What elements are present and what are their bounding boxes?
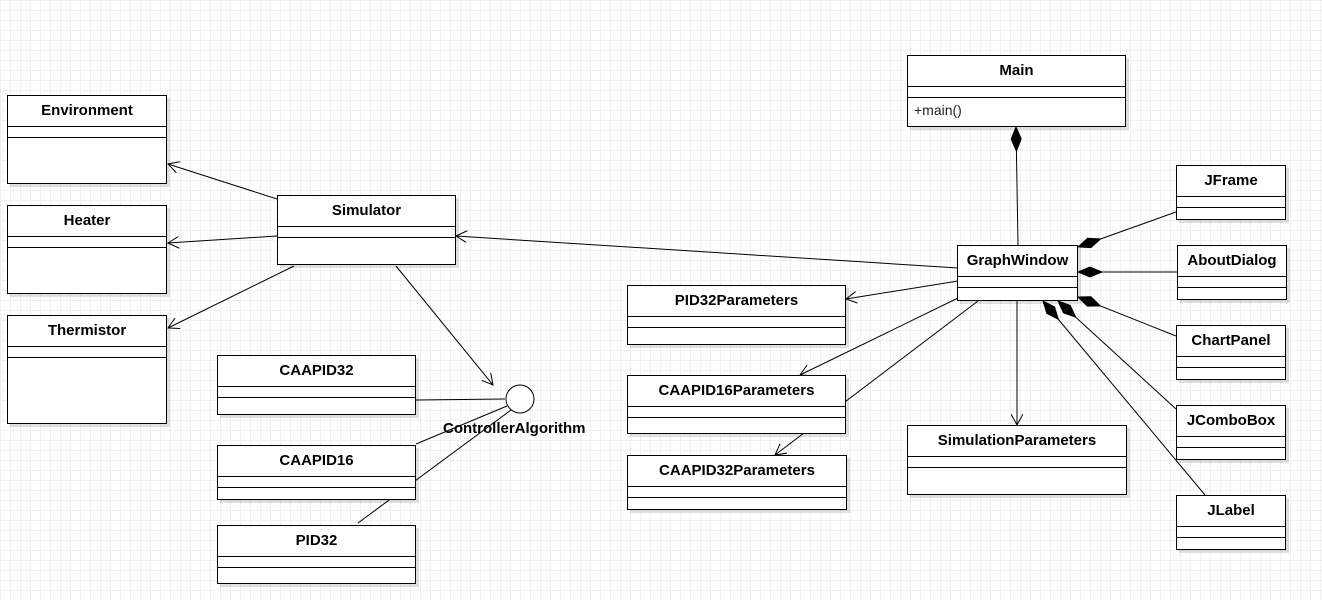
class-name: CAAPID16Parameters (628, 376, 845, 407)
attributes-section (218, 557, 415, 568)
assoc-simulator-controller (395, 265, 493, 385)
attributes-section (1177, 437, 1285, 448)
class-name: Thermistor (8, 316, 166, 347)
attributes-section (8, 127, 166, 138)
attributes-section (628, 487, 846, 498)
assoc-simulator-thermistor (168, 265, 295, 328)
class-jframe[interactable]: JFrame (1176, 165, 1286, 220)
class-caapid32parameters[interactable]: CAAPID32Parameters (627, 455, 847, 510)
comp-graphwindow-jframe (1078, 211, 1177, 247)
class-name: Environment (8, 96, 166, 127)
class-main[interactable]: Main +main() (907, 55, 1126, 127)
realize-pid32 (357, 409, 512, 524)
attributes-section (1177, 197, 1285, 208)
attributes-section (908, 87, 1125, 98)
class-name: Simulator (278, 196, 455, 227)
attributes-section (628, 407, 845, 418)
assoc-graphwindow-simulator (456, 236, 959, 269)
controller-algorithm-interface-icon[interactable] (505, 384, 535, 414)
operation-main: +main() (914, 102, 962, 118)
comp-graphwindow-jcombobox (1058, 301, 1177, 410)
class-name: SimulationParameters (908, 426, 1126, 457)
class-name: Main (908, 56, 1125, 87)
attributes-section (218, 477, 415, 488)
class-name: PID32 (218, 526, 415, 557)
attributes-section (908, 457, 1126, 468)
class-name: AboutDialog (1178, 246, 1286, 277)
realize-caapid16 (415, 405, 508, 445)
attributes-section (8, 237, 166, 248)
attributes-section (1178, 277, 1286, 288)
assoc-graphwindow-pid32parameters (846, 280, 959, 299)
attributes-section (8, 347, 166, 358)
comp-graphwindow-chartpanel (1078, 297, 1177, 337)
interface-label: ControllerAlgorithm (443, 420, 586, 437)
assoc-simulator-heater (168, 235, 278, 243)
class-graphwindow[interactable]: GraphWindow (957, 245, 1078, 301)
attributes-section (1177, 527, 1285, 538)
class-heater[interactable]: Heater (7, 205, 167, 294)
class-thermistor[interactable]: Thermistor (7, 315, 167, 424)
attributes-section (278, 227, 455, 238)
class-aboutdialog[interactable]: AboutDialog (1177, 245, 1287, 300)
class-jlabel[interactable]: JLabel (1176, 495, 1286, 550)
attributes-section (1177, 357, 1285, 368)
class-pid32[interactable]: PID32 (217, 525, 416, 584)
class-caapid16parameters[interactable]: CAAPID16Parameters (627, 375, 846, 434)
comp-main-graphwindow (1016, 127, 1018, 246)
assoc-graphwindow-caapid16parameters (800, 297, 959, 375)
class-name: JFrame (1177, 166, 1285, 197)
class-pid32parameters[interactable]: PID32Parameters (627, 285, 846, 345)
class-environment[interactable]: Environment (7, 95, 167, 184)
attributes-section (958, 277, 1077, 288)
class-simulator[interactable]: Simulator (277, 195, 456, 265)
class-name: JComboBox (1177, 406, 1285, 437)
class-caapid32[interactable]: CAAPID32 (217, 355, 416, 415)
class-name: CAAPID32Parameters (628, 456, 846, 487)
class-chartpanel[interactable]: ChartPanel (1176, 325, 1286, 380)
realize-caapid32 (415, 398, 506, 401)
class-name: ChartPanel (1177, 326, 1285, 357)
attributes-section (218, 387, 415, 398)
class-name: CAAPID16 (218, 446, 415, 477)
comp-graphwindow-jlabel (1043, 301, 1206, 496)
class-name: JLabel (1177, 496, 1285, 527)
class-name: CAAPID32 (218, 356, 415, 387)
assoc-simulator-environment (168, 164, 278, 200)
class-simulationparameters[interactable]: SimulationParameters (907, 425, 1127, 495)
class-jcombobox[interactable]: JComboBox (1176, 405, 1286, 460)
attributes-section (628, 317, 845, 328)
class-name: PID32Parameters (628, 286, 845, 317)
class-caapid16[interactable]: CAAPID16 (217, 445, 416, 500)
class-name: GraphWindow (958, 246, 1077, 277)
class-name: Heater (8, 206, 166, 237)
